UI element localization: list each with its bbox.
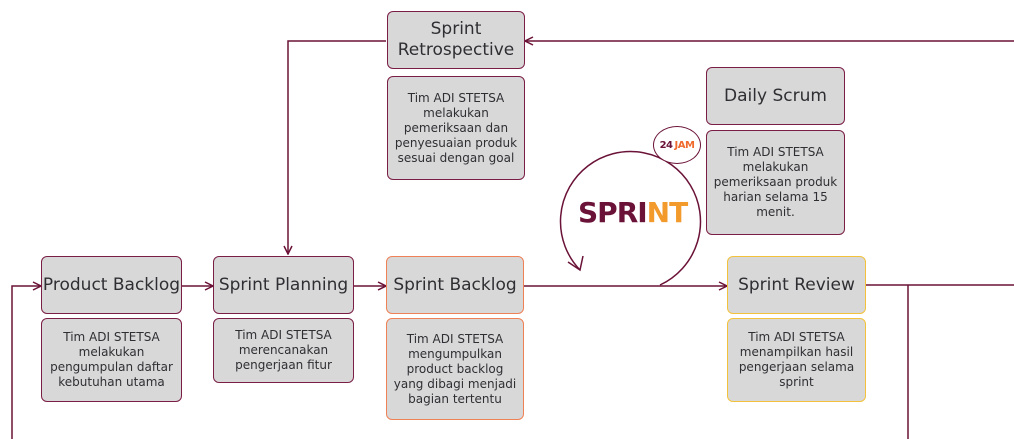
- node-daily-scrum-desc: Tim ADI STETSA melakukan pemeriksaan pro…: [706, 130, 845, 235]
- sprint-label-main: SPRI: [578, 196, 648, 229]
- node-sprint-retrospective: Sprint Retrospective: [387, 11, 525, 69]
- node-product-backlog: Product Backlog: [41, 256, 182, 314]
- node-sprint-review-title: Sprint Review: [738, 274, 855, 295]
- sprint-label: SPRINT: [578, 196, 688, 229]
- node-sprint-planning: Sprint Planning: [213, 256, 354, 314]
- node-sprint-planning-desc: Tim ADI STETSA merencanakan pengerjaan f…: [213, 318, 354, 383]
- arrow-retrospective-to-planning: [288, 40, 386, 254]
- timer-value: 24: [659, 139, 673, 151]
- node-product-backlog-title: Product Backlog: [42, 274, 181, 295]
- timer-unit: JAM: [674, 139, 695, 151]
- node-product-backlog-desc: Tim ADI STETSA melakukan pengumpulan daf…: [41, 318, 182, 402]
- node-sprint-planning-title: Sprint Planning: [218, 274, 349, 295]
- node-sprint-backlog-desc: Tim ADI STETSA mengumpulkan product back…: [386, 318, 524, 420]
- node-sprint-backlog-title: Sprint Backlog: [393, 274, 517, 295]
- node-daily-scrum-title: Daily Scrum: [724, 85, 827, 106]
- sprint-label-accent: NT: [646, 196, 689, 229]
- node-sprint-review-desc: Tim ADI STETSA menampilkan hasil pengerj…: [727, 318, 866, 402]
- node-sprint-backlog: Sprint Backlog: [386, 256, 524, 314]
- node-sprint-retrospective-title: Sprint Retrospective: [397, 19, 515, 60]
- node-daily-scrum: Daily Scrum: [706, 67, 845, 125]
- sprint-cycle-arrowhead: [567, 255, 584, 272]
- node-sprint-retrospective-desc: Tim ADI STETSA melakukan pemeriksaan dan…: [387, 76, 525, 180]
- arrow-loop-to-product-backlog: [11, 286, 41, 439]
- node-sprint-review: Sprint Review: [727, 256, 866, 314]
- sprint-cycle-circle: [559, 150, 702, 286]
